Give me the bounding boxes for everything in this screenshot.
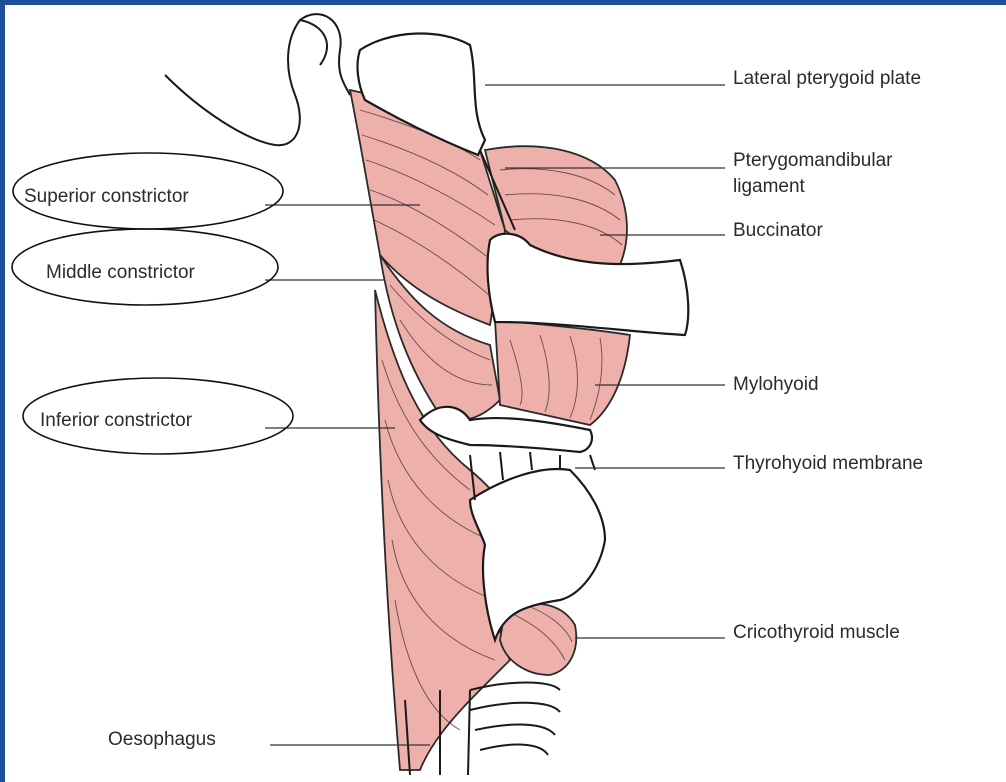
label-cricothyroid-muscle: Cricothyroid muscle	[733, 622, 900, 643]
label-oesophagus: Oesophagus	[108, 729, 216, 750]
mylohyoid-muscle	[495, 320, 630, 425]
label-lateral-pterygoid-plate: Lateral pterygoid plate	[733, 68, 921, 89]
skull-base-curve	[300, 20, 327, 65]
label-buccinator: Buccinator	[733, 220, 823, 241]
label-inferior-constrictor: Inferior constrictor	[40, 410, 193, 431]
label-pterygomandibular-line1: Pterygomandibular	[733, 150, 893, 171]
label-middle-constrictor: Middle constrictor	[46, 262, 196, 283]
label-thyrohyoid-membrane: Thyrohyoid membrane	[733, 453, 923, 474]
label-pterygomandibular-line2: ligament	[733, 176, 806, 197]
label-mylohyoid: Mylohyoid	[733, 374, 819, 395]
label-superior-constrictor: Superior constrictor	[24, 186, 189, 207]
tracheal-rings	[470, 683, 560, 756]
